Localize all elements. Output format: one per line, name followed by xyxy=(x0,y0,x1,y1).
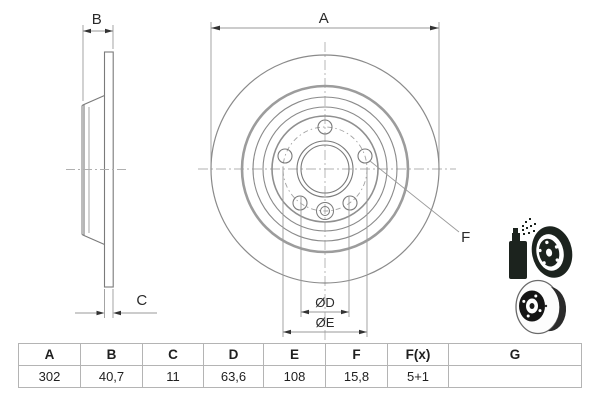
arrowhead xyxy=(113,310,121,316)
disc-bore-center xyxy=(529,303,535,309)
spec-table-header-row: A B C D E F F(x) G xyxy=(19,344,581,366)
spec-header-e: E xyxy=(264,344,326,365)
arrowhead xyxy=(341,309,349,315)
dim-label-diameter-e: ØE xyxy=(315,315,335,330)
spec-header-f: F xyxy=(326,344,388,365)
bolt-hole xyxy=(292,195,308,211)
spec-table: A B C D E F F(x) G 302 40,7 11 63,6 108 … xyxy=(18,343,582,388)
bolt-hole xyxy=(357,148,373,164)
dim-label-diameter-d: ØD xyxy=(315,295,335,310)
dimension-c xyxy=(75,289,157,318)
leader-f xyxy=(369,160,460,233)
spray-can xyxy=(509,241,527,279)
spec-value-g xyxy=(449,366,581,387)
spec-value-a: 302 xyxy=(19,366,81,387)
spray-nozzle xyxy=(512,233,520,241)
dimension-a xyxy=(210,22,440,165)
spray-mist xyxy=(522,218,536,235)
dim-label-b: B xyxy=(91,11,103,28)
spec-header-fx: F(x) xyxy=(388,344,449,365)
dimension-b xyxy=(82,25,114,101)
arrowhead xyxy=(211,25,220,31)
spec-value-c: 11 xyxy=(143,366,204,387)
dim-label-c: C xyxy=(136,292,148,309)
bolt-hole xyxy=(277,148,293,164)
swept-area-circle xyxy=(240,84,410,254)
dimension-e xyxy=(282,167,368,337)
spec-header-c: C xyxy=(143,344,204,365)
bore-chamfer-circle xyxy=(296,140,354,198)
arrowhead xyxy=(430,25,439,31)
disc-circles xyxy=(210,54,440,284)
coated-disc xyxy=(531,226,573,278)
arrowhead xyxy=(283,329,291,335)
bolt-hole xyxy=(342,195,358,211)
arrowhead xyxy=(301,309,309,315)
dim-label-a: A xyxy=(318,10,330,27)
spray-coated-disc-icon xyxy=(509,218,573,279)
center-bore-circle xyxy=(300,144,350,194)
disc-hat-section xyxy=(81,94,105,246)
spec-value-fx: 5+1 xyxy=(388,366,449,387)
spec-header-g: G xyxy=(509,347,521,362)
arrowhead xyxy=(96,310,105,316)
brake-disc-icon xyxy=(515,279,567,335)
front-view xyxy=(198,22,460,342)
spec-header-d: D xyxy=(204,344,264,365)
side-view xyxy=(66,25,157,318)
spec-value-b: 40,7 xyxy=(81,366,143,387)
disc-edge xyxy=(548,287,567,332)
spec-value-e: 108 xyxy=(264,366,326,387)
hat-inner-circle xyxy=(262,106,388,232)
spec-table-value-row: 302 40,7 11 63,6 108 15,8 5+1 xyxy=(19,366,581,387)
bolt-hole xyxy=(317,119,333,135)
bolt-holes xyxy=(277,119,373,220)
dimension-d xyxy=(300,196,350,317)
dim-label-f: F xyxy=(461,229,471,246)
arrowhead xyxy=(83,28,91,34)
arrowhead xyxy=(359,329,367,335)
hub-face-circle xyxy=(271,115,379,223)
spec-value-f: 15,8 xyxy=(326,366,388,387)
arrowhead xyxy=(105,28,113,34)
locating-hole xyxy=(316,202,334,220)
hat-outer-circle xyxy=(252,96,398,242)
spec-header-b: B xyxy=(81,344,143,365)
spec-header-a: A xyxy=(19,344,81,365)
spray-button xyxy=(513,228,518,233)
locating-hole xyxy=(320,206,330,216)
outer-diameter-circle xyxy=(210,54,440,284)
spec-value-d: 63,6 xyxy=(204,366,264,387)
